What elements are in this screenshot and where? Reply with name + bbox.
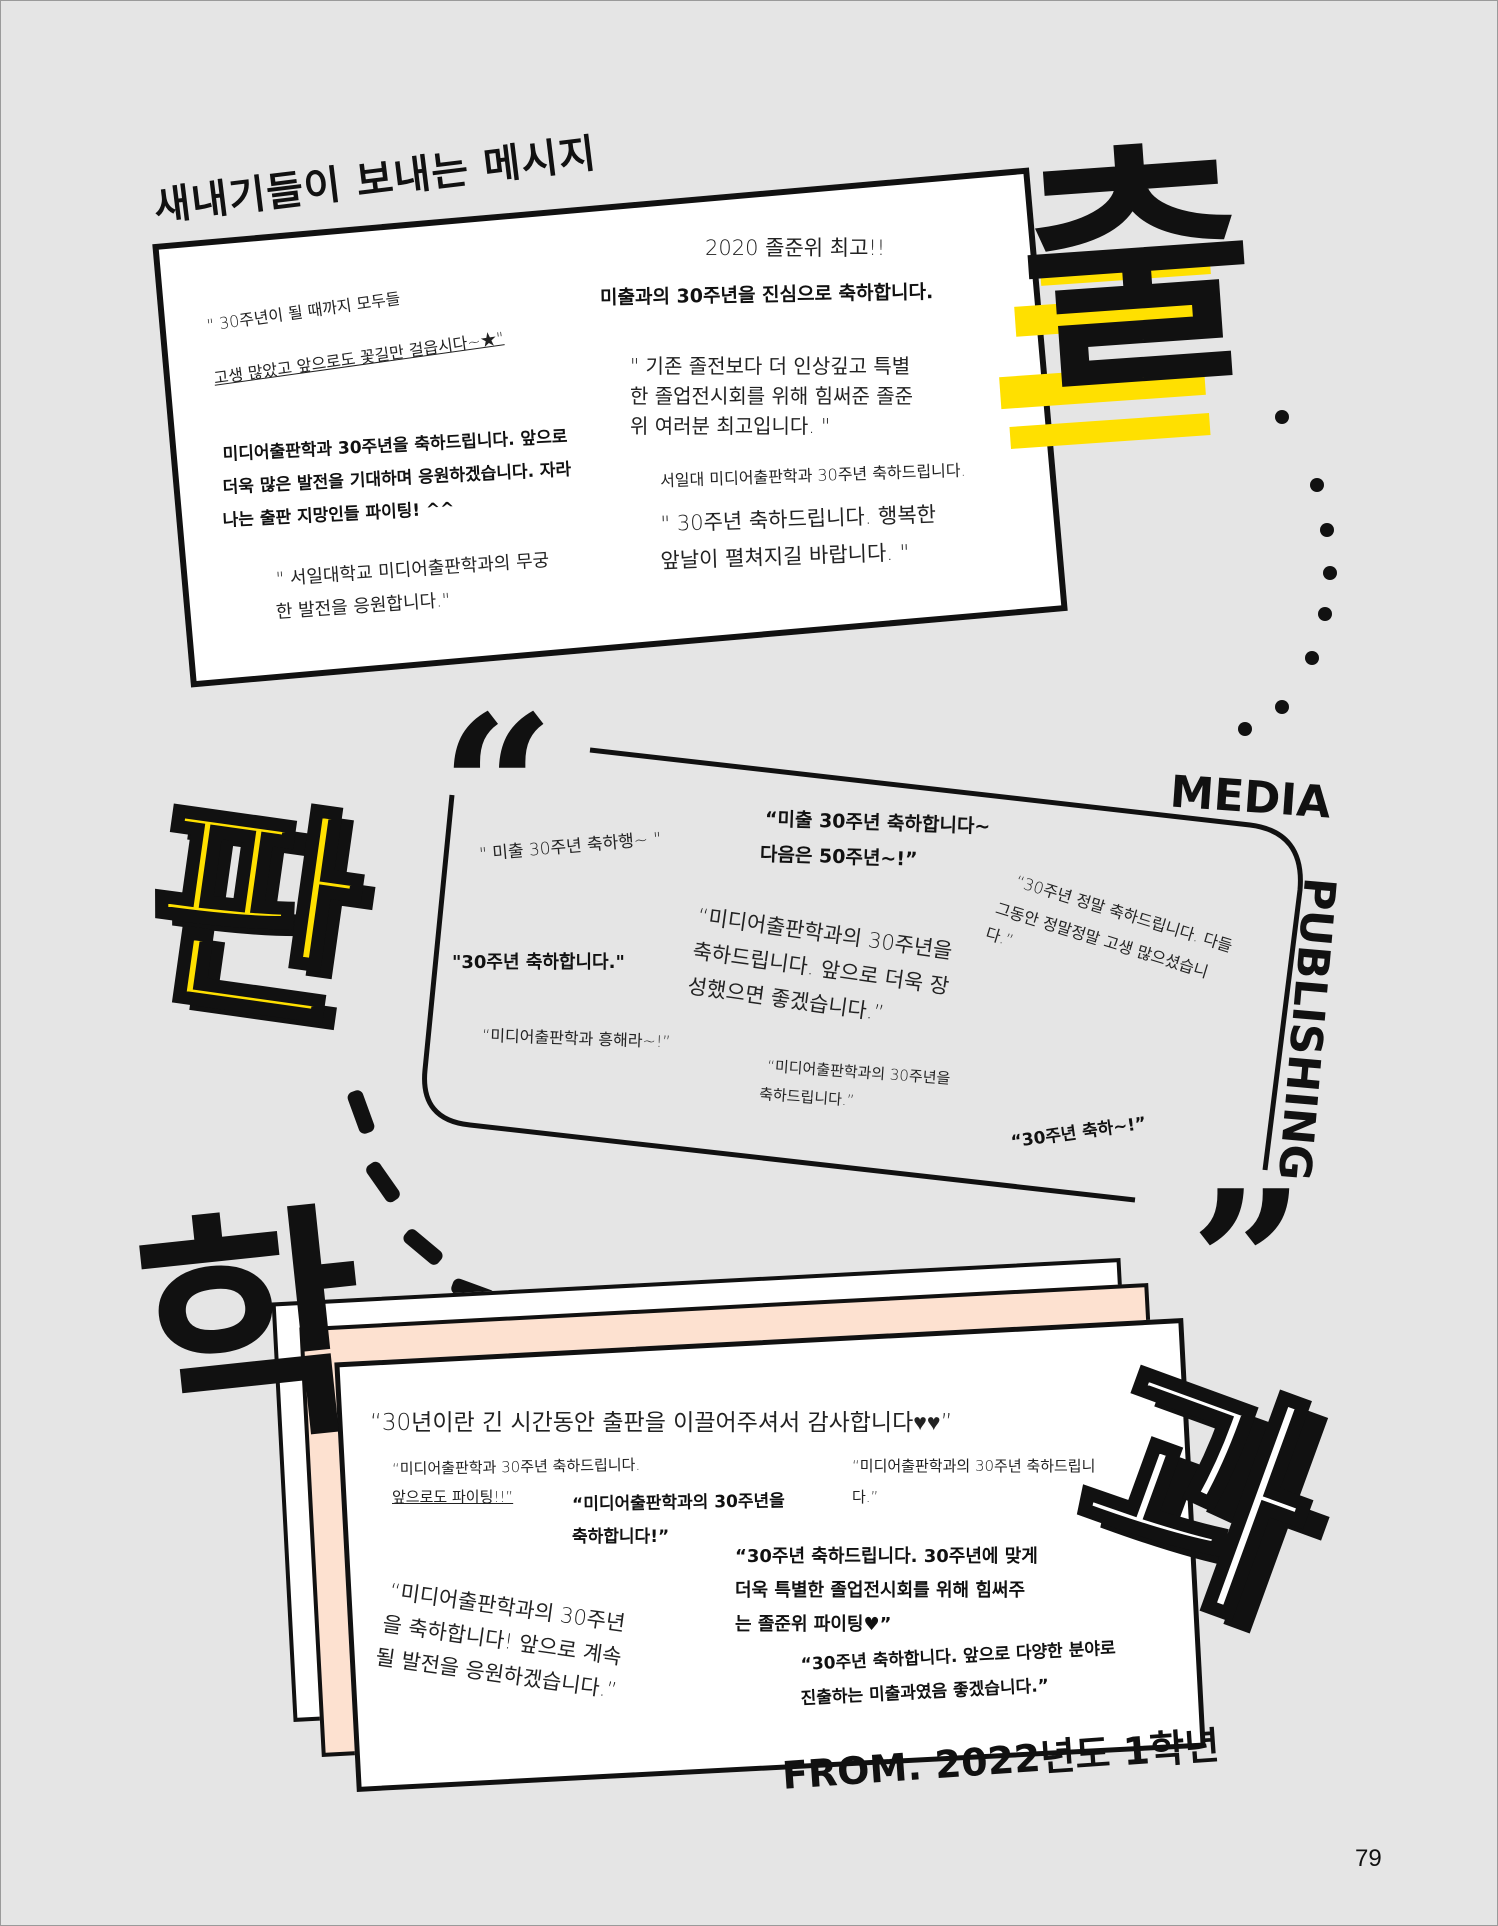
close-quote: ” [1190, 1147, 1306, 1382]
page-number: 79 [1355, 1845, 1382, 1872]
message: 한 졸업전시회를 위해 힘써준 졸준 [630, 384, 914, 408]
message: “30년이란 긴 시간동안 출판을 이끌어주셔서 감사합니다♥♥” [370, 1410, 953, 1436]
message: “미디어출판학과 30주년 축하드립니다. [391, 1455, 641, 1479]
message: “30주년 축하합니다. 앞으로 다양한 분야로 [800, 1638, 1117, 1675]
message: 앞으로도 파이팅!!” [392, 1488, 514, 1506]
message: 2020 졸준위 최고!! [705, 236, 886, 260]
message: 축하합니다!” [572, 1527, 670, 1547]
message: "30주년 축하합니다." [452, 952, 625, 973]
message: 다.” [852, 1488, 879, 1506]
middle-messages: " 미출 30주년 축하행~ " “미출 30주년 축하합니다~ 다음은 50주… [452, 808, 1235, 1152]
message: 위 여러분 최고입니다. " [630, 414, 831, 438]
message: 진출하는 미출과였음 좋겠습니다.” [800, 1675, 1050, 1709]
message: 는 졸준위 파이팅♥” [735, 1614, 892, 1635]
message: 더욱 특별한 졸업전시회를 위해 힘써주 [735, 1580, 1026, 1601]
message: “미디어출판학과의 30주년을 [571, 1491, 785, 1515]
message: “미디어출판학과의 30주년 축하드립니 [852, 1457, 1096, 1475]
top-messages: 2020 졸준위 최고!! 미출과의 30주년을 진심으로 축하합니다. " 3… [0, 0, 1498, 700]
message: “30주년 축하드립니다. 30주년에 맞게 [735, 1546, 1038, 1567]
open-quote: “ [440, 672, 556, 907]
message: " 기존 졸전보다 더 인상깊고 특별 [630, 354, 911, 378]
